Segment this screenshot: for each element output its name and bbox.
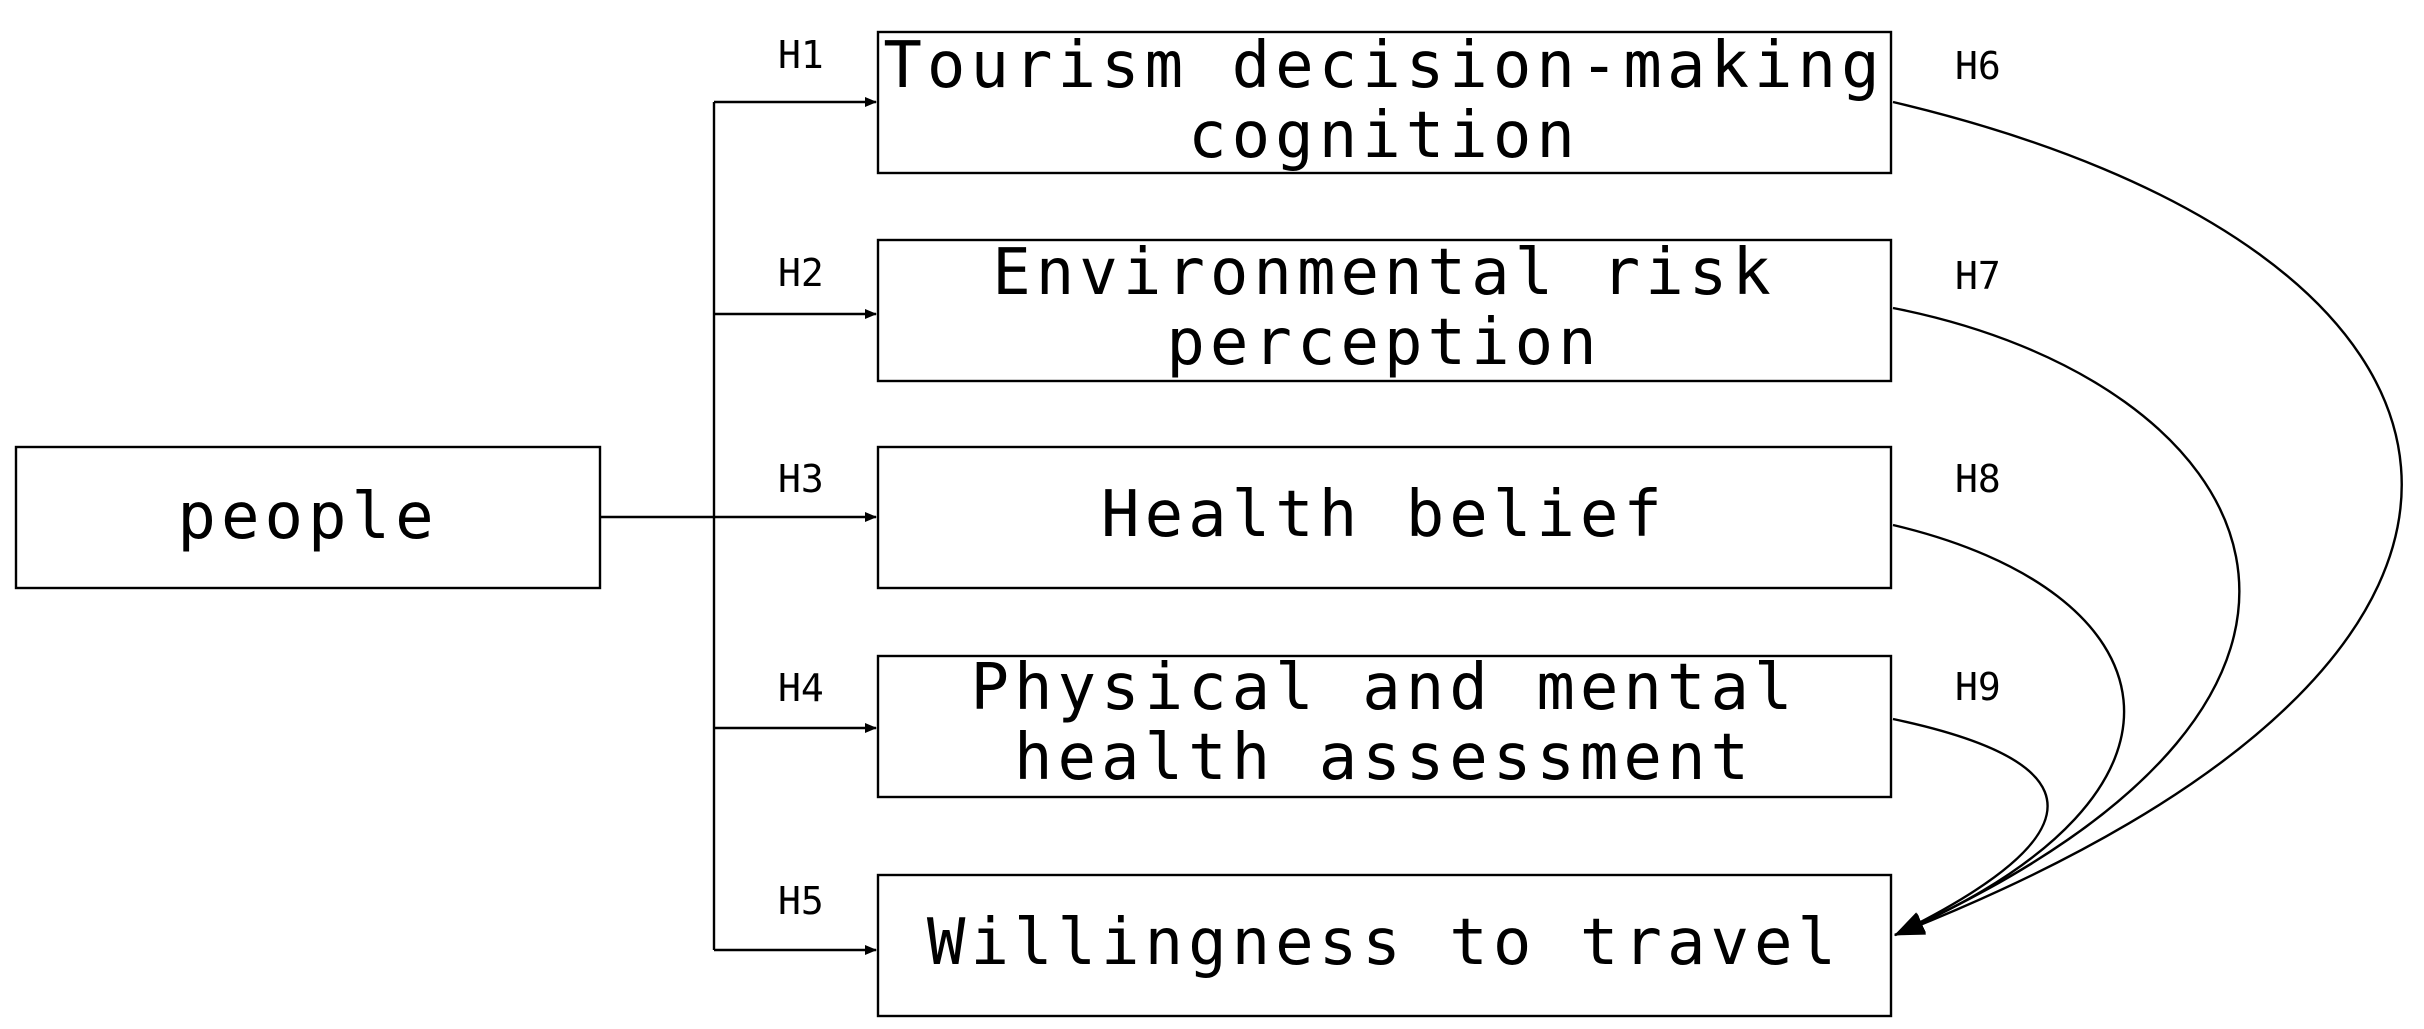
hypothesis-label-h5: H5 (778, 879, 824, 923)
mediator-node-1: Tourism decision-making cognition (876, 29, 1893, 175)
hypothesis-label-h4: H4 (778, 666, 824, 710)
mediator-node-2: Environmental risk perception (876, 236, 1893, 383)
willingness-label: Willingness to travel (927, 906, 1841, 980)
mediator-4-line-2: health assessment (1014, 721, 1754, 795)
arrow-h9 (1892, 717, 2049, 937)
hypothesis-label-h6: H6 (1955, 44, 2001, 88)
mediator-node-4: Physical and mental health assessment (876, 651, 1893, 799)
mediator-4-line-1: Physical and mental (970, 651, 1797, 725)
right-connectors (1892, 100, 2403, 937)
mediator-2-line-2: perception (1166, 306, 1601, 380)
arrow-h6 (1892, 100, 2403, 937)
hypothesis-label-h2: H2 (778, 251, 824, 295)
hypothesis-label-h8: H8 (1955, 457, 2001, 501)
hypothesis-labels-left: H1 H2 H3 H4 H5 (778, 33, 824, 923)
hypothesis-label-h3: H3 (778, 457, 824, 501)
hypothesis-label-h7: H7 (1955, 254, 2001, 298)
arrow-h7 (1892, 306, 2241, 937)
mediator-1-line-1: Tourism decision-making (883, 29, 1884, 103)
arrow-h8 (1892, 523, 2126, 937)
people-node: people (14, 445, 602, 590)
mediator-2-line-1: Environmental risk (992, 236, 1776, 310)
mediator-node-3: Health belief (876, 445, 1893, 590)
hypothesis-labels-right: H6 H7 H8 H9 (1955, 44, 2001, 709)
willingness-node: Willingness to travel (876, 873, 1893, 1018)
mediator-3-line-1: Health belief (1101, 478, 1667, 552)
hypothesis-label-h1: H1 (778, 33, 824, 77)
left-connectors (600, 97, 877, 955)
people-label: people (177, 480, 438, 554)
hypothesis-label-h9: H9 (1955, 665, 2001, 709)
mediator-1-line-2: cognition (1188, 99, 1580, 173)
